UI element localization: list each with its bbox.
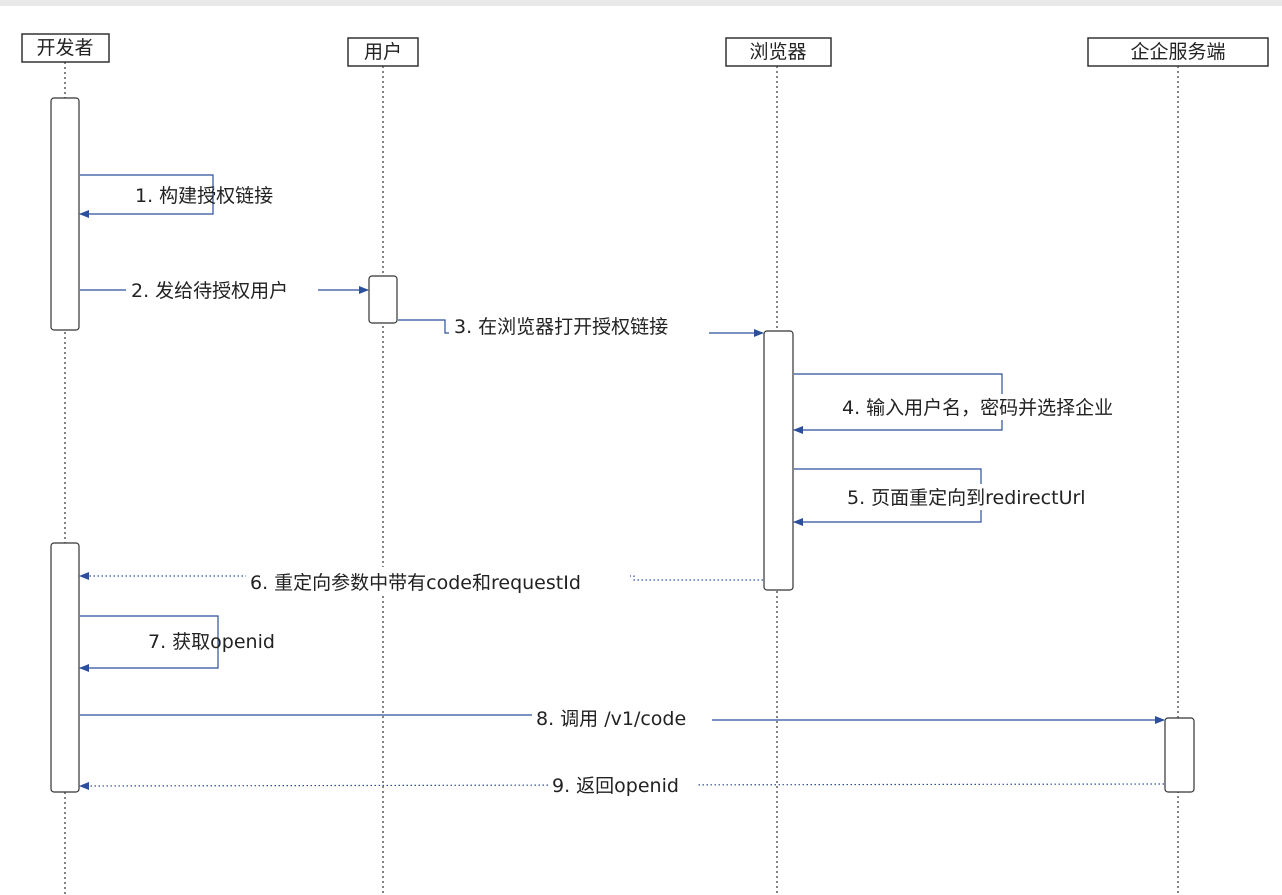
participant-developer: 开发者 (21, 33, 110, 63)
message-label-9: 9. 返回openid (552, 775, 679, 797)
message-label-1: 1. 构建授权链接 (135, 185, 273, 207)
message-4: 4. 输入用户名，密码并选择企业 (793, 373, 1164, 434)
activation-browser (763, 330, 794, 591)
participant-label-developer: 开发者 (36, 37, 93, 59)
message-label-3: 3. 在浏览器打开授权链接 (454, 316, 668, 338)
message-7: 7. 获取openid (79, 615, 275, 672)
participant-label-browser: 浏览器 (749, 41, 806, 63)
message-label-7: 7. 获取openid (148, 631, 275, 653)
message-5: 5. 页面重定向到redirectUrl (793, 468, 1121, 526)
message-label-6: 6. 重定向参数中带有code和requestId (250, 572, 581, 594)
activation-developer-2 (50, 542, 80, 793)
activation-user (368, 275, 398, 324)
message-3: 3. 在浏览器打开授权链接 (398, 314, 764, 340)
participant-browser: 浏览器 (725, 37, 832, 67)
message-8: 8. 调用 /v1/code (80, 706, 1165, 732)
participant-enterprise: 企企服务端 (1087, 37, 1269, 67)
message-label-2: 2. 发给待授权用户 (131, 280, 288, 302)
activation-enterprise (1164, 717, 1195, 793)
top-border (0, 0, 1282, 6)
message-label-4: 4. 输入用户名，密码并选择企业 (842, 397, 1113, 419)
activation-developer-1 (50, 97, 80, 331)
message-1: 1. 构建授权链接 (79, 174, 273, 218)
participant-label-enterprise: 企企服务端 (1130, 41, 1225, 63)
message-label-5: 5. 页面重定向到redirectUrl (847, 487, 1086, 509)
message-6: 6. 重定向参数中带有code和requestId (79, 567, 763, 594)
participant-user: 用户 (347, 37, 419, 67)
participant-label-user: 用户 (364, 41, 402, 63)
message-9: 9. 返回openid (79, 773, 1165, 799)
message-2: 2. 发给待授权用户 (80, 276, 369, 302)
message-label-8: 8. 调用 /v1/code (536, 708, 686, 730)
